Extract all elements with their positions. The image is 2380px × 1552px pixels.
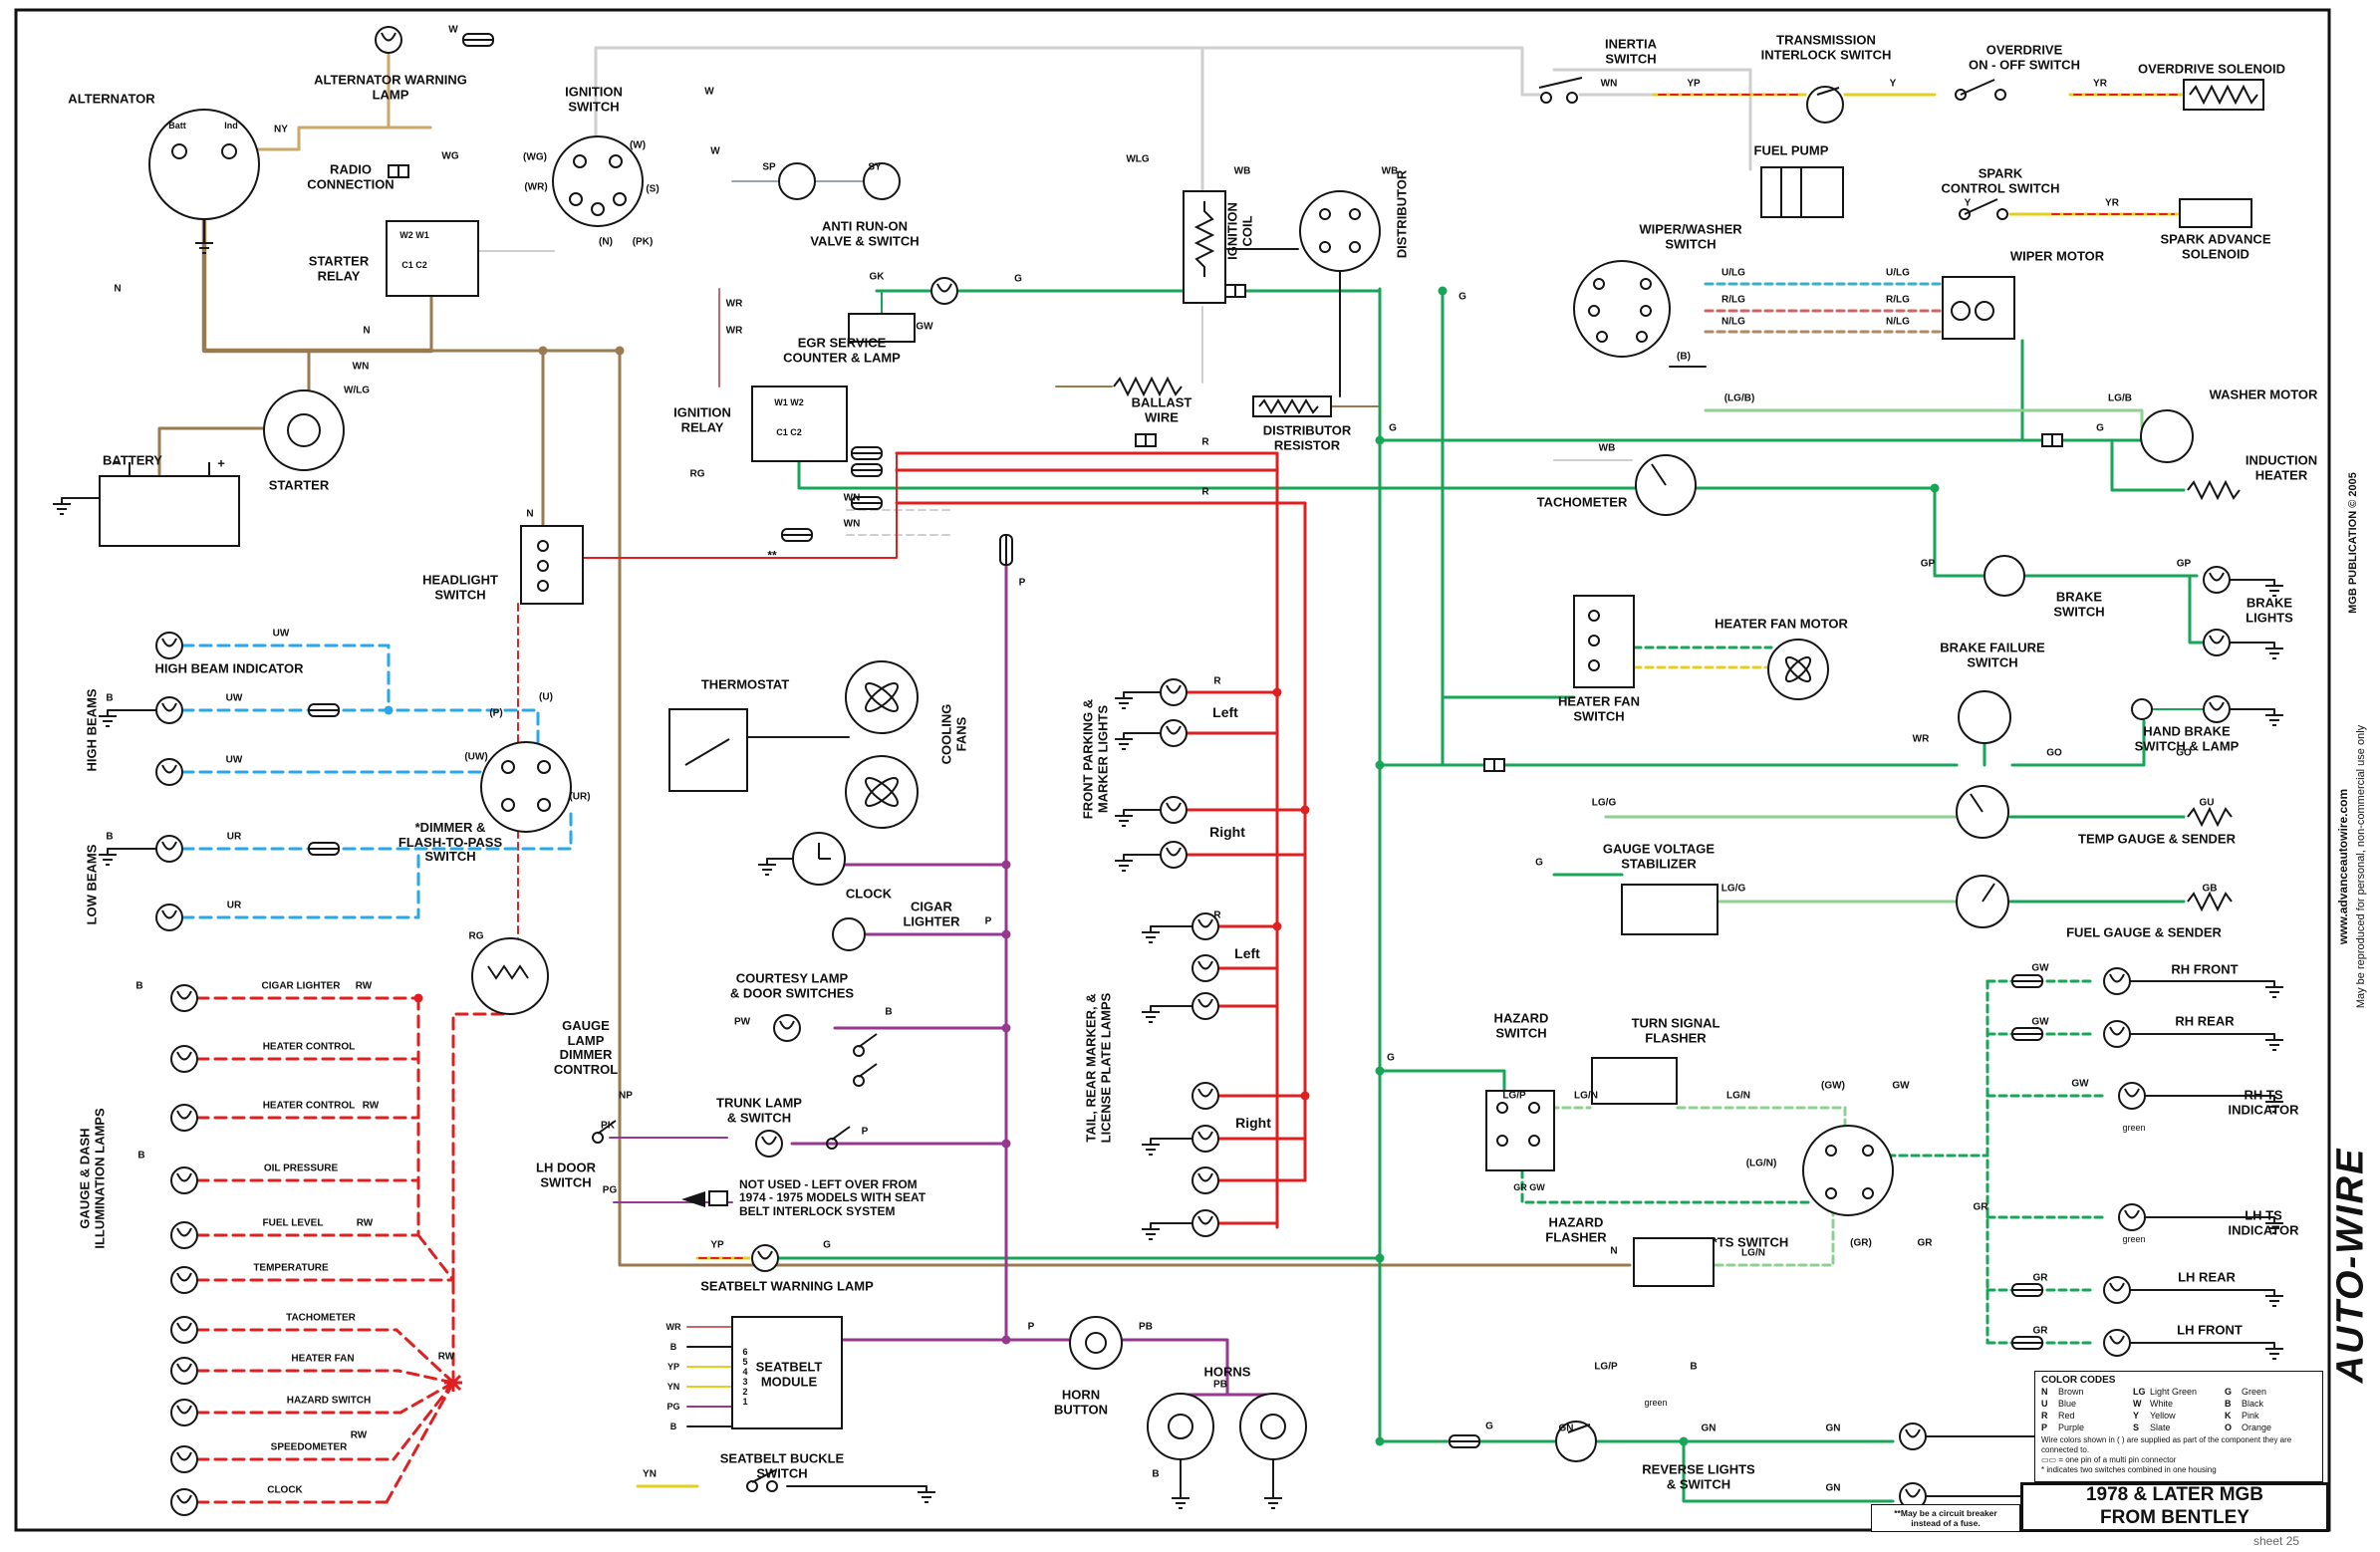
title-block: 1978 & LATER MGB FROM BENTLEY xyxy=(2020,1482,2329,1532)
wires-layer xyxy=(61,46,2275,1504)
legend-note-1: Wire colors shown in ( ) are supplied as… xyxy=(2041,1435,2292,1454)
sidebar-publication: MGB PUBLICATION © 2005 xyxy=(2347,472,2359,614)
legend-title: COLOR CODES xyxy=(2041,1375,2116,1386)
legend-notes: Wire colors shown in ( ) are supplied as… xyxy=(2041,1435,2316,1475)
sidebar-website: www.advanceautowire.com xyxy=(2336,788,2350,945)
page-frame xyxy=(14,8,2331,1532)
diagram-subtitle: FROM BENTLEY xyxy=(2100,1507,2249,1528)
diagram-title: 1978 & LATER MGB xyxy=(2085,1484,2264,1506)
footnote: **May be a circuit breaker instead of a … xyxy=(1871,1504,2020,1532)
junction-dots xyxy=(384,286,1940,1446)
sheet-number: sheet 25 xyxy=(2253,1534,2300,1548)
legend-note-3: * indicates two switches combined in one… xyxy=(2041,1465,2217,1474)
autowire-logo: AUTO-WIRE xyxy=(2329,1147,2372,1384)
legend-note-2: ▭▭ = one pin of a multi pin connector xyxy=(2041,1455,2177,1464)
sidebar-license: May be reproduced for personal, non-comm… xyxy=(2355,724,2367,1009)
symbols-layer xyxy=(52,26,2284,1516)
